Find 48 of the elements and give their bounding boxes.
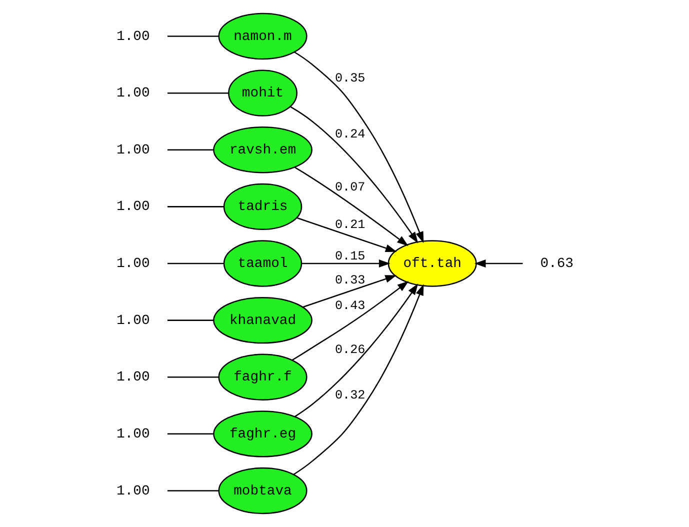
edge-label: 0.26 [334,342,365,358]
edge-label: 0.24 [334,126,365,142]
node-text: 1.00 [116,142,150,158]
node-text: 1.00 [116,370,150,386]
node-ellipse: faghr.f [218,354,307,400]
edge-label: 0.21 [334,217,365,232]
node-ellipse: faghr.eg [212,410,312,458]
node-ellipse: oft.tah [387,240,476,287]
arrow [291,280,408,361]
arrow [294,52,424,244]
arrow [474,260,522,268]
node-text: 1.00 [116,199,150,216]
arrow [294,283,418,418]
node-ellipse: tadris [222,183,302,230]
arrow [302,275,396,308]
edge-label: 0.15 [334,248,365,264]
edge-label: 0.32 [334,388,365,403]
node-text: 1.00 [116,256,150,272]
connector [166,149,214,150]
node-text: 1.00 [116,86,150,102]
node-ellipse: ravsh.em [212,126,312,174]
node-text: 1.00 [116,312,150,329]
connector [166,376,218,378]
node-text: 1.00 [116,426,150,442]
edge-label: 0.07 [334,179,365,194]
node-ellipse: khanavad [212,296,312,344]
connector [166,262,224,264]
edge-label: 0.33 [334,272,365,288]
node-ellipse: mohit [228,70,297,116]
node-ellipse: namon.m [218,12,307,60]
node-ellipse: taamol [222,240,302,287]
node-text: 0.63 [540,256,574,272]
connector [166,36,218,37]
connector [166,92,228,94]
connector [166,320,214,321]
node-text: 1.00 [116,483,150,500]
arrow [296,217,396,252]
node-ellipse: mobtava [218,467,307,514]
arrow [290,106,418,244]
node-text: 1.00 [116,28,150,45]
arrow [294,166,408,246]
connector [166,490,218,492]
arrow [301,260,390,268]
connector [166,206,224,208]
edge-label: 0.43 [334,298,365,313]
edge-label: 0.35 [334,70,365,86]
connector [166,433,214,435]
arrow [292,284,424,475]
